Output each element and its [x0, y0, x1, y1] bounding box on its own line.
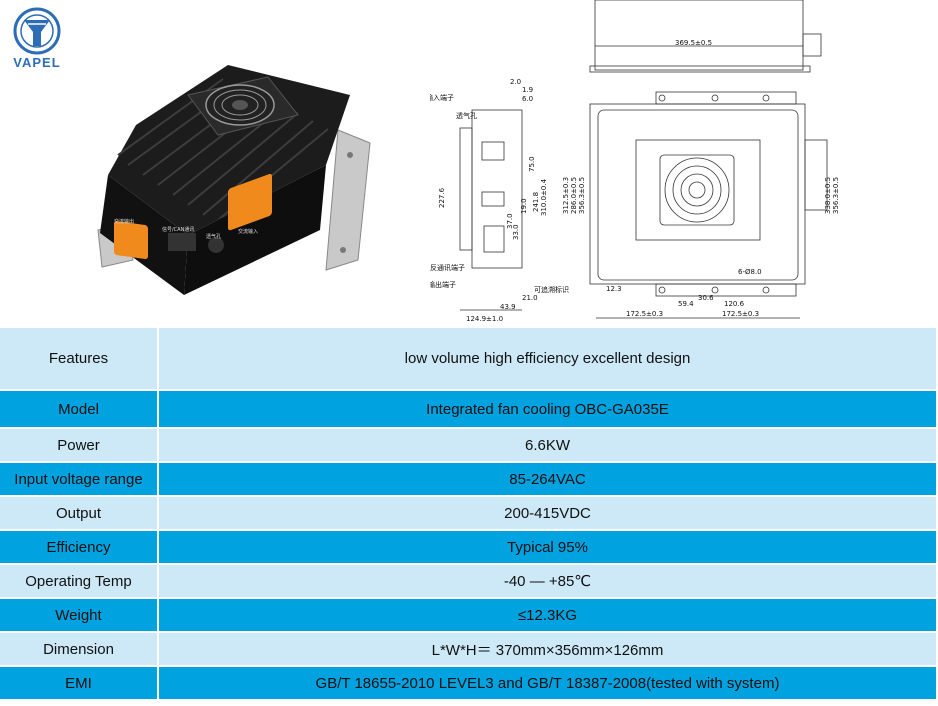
- spec-label: Model: [0, 390, 159, 429]
- spec-value: 85-264VAC: [158, 462, 938, 497]
- spec-label: Input voltage range: [0, 462, 159, 497]
- vapel-logo-icon: [13, 7, 61, 55]
- spec-label: Dimension: [0, 632, 159, 667]
- top-dim-length: 369.5±0.5: [675, 39, 712, 47]
- front-dim-2: 286.0±0.5: [570, 177, 578, 214]
- side-dim-10: 33.0: [512, 224, 520, 240]
- side-dim-7: 241.8: [532, 192, 540, 212]
- table-row: Operating Temp-40 — +85℃: [0, 564, 938, 599]
- side-dim-1: 2.0: [510, 78, 521, 86]
- spec-label: Power: [0, 428, 159, 463]
- panel-label-ac-in: 交流输入: [238, 228, 258, 235]
- front-dim-1: 312.5±0.3: [562, 177, 570, 214]
- front-dim-7: 12.3: [606, 285, 622, 293]
- side-view-drawing: 交流输入端子 透气孔 信号反通讯端子 高压输出端子 可追溯标识 2.0 1.9 …: [430, 78, 569, 323]
- product-photo: 交流输出 信号/CAN通讯 透气孔 交流输入: [97, 65, 371, 295]
- side-label-hv-output: 高压输出端子: [430, 280, 456, 289]
- side-dim-9: 37.0: [506, 213, 514, 229]
- spec-label: Operating Temp: [0, 564, 159, 599]
- spec-value: low volume high efficiency excellent des…: [158, 328, 938, 391]
- spec-value: Integrated fan cooling OBC-GA035E: [158, 390, 938, 429]
- spec-label: Output: [0, 496, 159, 531]
- side-dim-13: 124.9±1.0: [466, 315, 503, 323]
- panel-label-vent: 透气孔: [206, 233, 221, 240]
- spec-label: Weight: [0, 598, 159, 633]
- side-dim-6: 19.0: [520, 198, 528, 214]
- front-dim-9: 59.4: [678, 300, 694, 308]
- front-view-drawing: 312.5±0.3 286.0±0.5 356.3±0.5 338.0±0.5 …: [562, 91, 840, 319]
- spec-value: ≤12.3KG: [158, 598, 938, 633]
- side-dim-2: 1.9: [522, 86, 533, 94]
- spec-label: Features: [0, 328, 159, 391]
- spec-value: 6.6KW: [158, 428, 938, 463]
- top-view-drawing: 369.5±0.5: [589, 0, 822, 73]
- front-dim-6: 6-Ø8.0: [738, 268, 762, 276]
- panel-label-signal: 信号/CAN通讯: [162, 226, 194, 233]
- spec-value: GB/T 18655-2010 LEVEL3 and GB/T 18387-20…: [158, 666, 938, 701]
- spec-value: Typical 95%: [158, 530, 938, 565]
- side-dim-8: 310.0±0.4: [540, 178, 548, 216]
- side-label-ac-input: 交流输入端子: [430, 93, 454, 102]
- spec-label: EMI: [0, 666, 159, 701]
- spec-value: L*W*H＝ 370mm×356mm×126mm: [158, 632, 938, 667]
- spec-label: Efficiency: [0, 530, 159, 565]
- front-dim-3: 356.3±0.5: [578, 177, 586, 214]
- side-dim-11: 21.0: [522, 294, 538, 302]
- front-dim-8: 30.6: [698, 294, 714, 302]
- front-dim-10: 120.6: [724, 300, 745, 308]
- side-dim-4: 227.6: [438, 187, 446, 208]
- side-dim-5: 75.0: [528, 156, 536, 172]
- side-label-signal: 信号反通讯端子: [430, 263, 465, 272]
- front-dim-5: 356.3±0.5: [832, 177, 840, 214]
- spec-value: -40 — +85℃: [158, 564, 938, 599]
- table-row: Weight≤12.3KG: [0, 598, 938, 633]
- side-label-vent: 透气孔: [456, 111, 477, 120]
- technical-drawing: 369.5±0.5 交流输入端子 透气孔 信号反通讯端子 高压输出端子 可追溯标…: [430, 0, 840, 323]
- panel-label-ac-out: 交流输出: [114, 218, 134, 225]
- side-label-trace: 可追溯标识: [534, 285, 569, 294]
- side-dim-3: 6.0: [522, 95, 533, 103]
- front-dim-4: 338.0±0.5: [824, 177, 832, 214]
- front-dim-11: 172.5±0.3: [626, 310, 663, 318]
- brand-name: VAPEL: [13, 55, 61, 70]
- side-dim-12: 43.9: [500, 303, 516, 311]
- front-dim-12: 172.5±0.3: [722, 310, 759, 318]
- spec-value: 200-415VDC: [158, 496, 938, 531]
- header-area: VAPEL 交流输出: [0, 0, 938, 328]
